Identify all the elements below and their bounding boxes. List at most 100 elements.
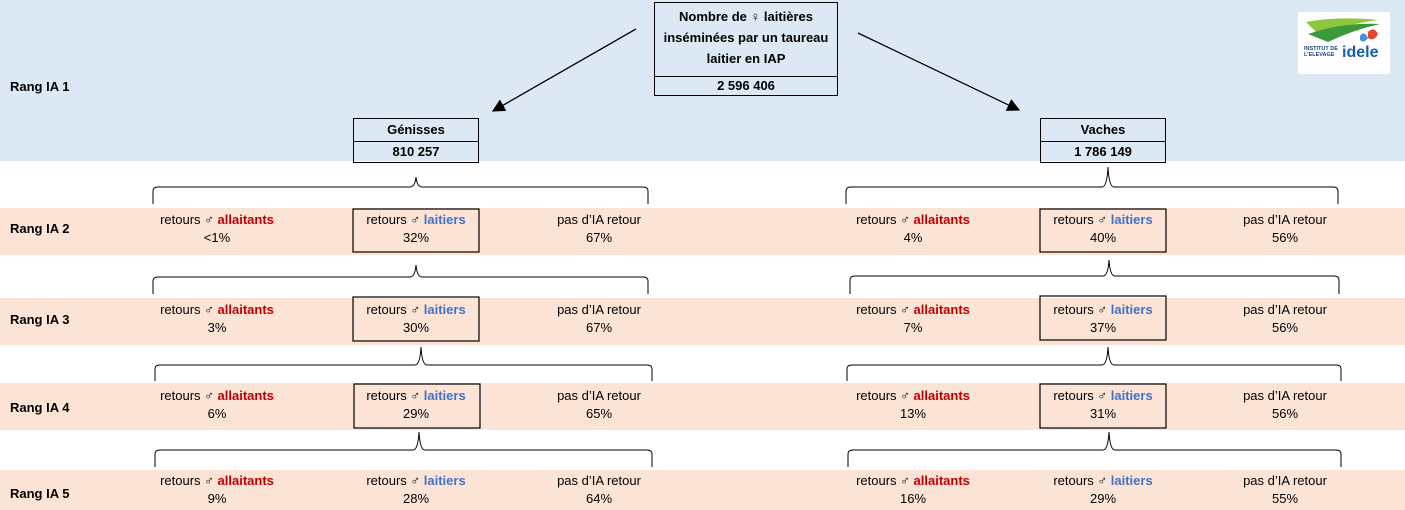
returns-prefix-text: retours ♂ xyxy=(856,212,910,227)
cell-label: retours ♂ laitiers xyxy=(1053,473,1152,488)
cell-genisses-rank4-laitiers: retours ♂ laitiers 29% xyxy=(351,387,481,423)
returns-prefix-text: retours ♂ xyxy=(366,302,421,317)
cell-percent: 7% xyxy=(903,320,923,335)
laitiers-text: laitiers xyxy=(423,473,466,488)
cell-percent: 6% xyxy=(207,406,227,421)
group-box-genisses: Génisses 810 257 xyxy=(353,118,479,163)
cell-percent: 16% xyxy=(899,491,927,506)
cell-label: retours ♂ laitiers xyxy=(366,473,465,488)
rank-2-band xyxy=(0,208,1405,255)
cell-percent: 32% xyxy=(402,230,430,245)
returns-prefix-text: retours ♂ xyxy=(1053,212,1108,227)
cell-percent: 4% xyxy=(903,230,923,245)
no-return-text: pas d’IA retour xyxy=(1243,388,1327,403)
cell-label: retours ♂ laitiers xyxy=(366,212,465,227)
cell-percent: 29% xyxy=(402,406,430,421)
cell-label: retours ♂ laitiers xyxy=(1053,388,1152,403)
cell-label: retours ♂ laitiers xyxy=(1053,212,1152,227)
cell-label: retours ♂ allaitants xyxy=(856,473,970,488)
cell-label: retours ♂ allaitants xyxy=(160,302,274,317)
logo-institut-text: INSTITUT DE L’ELEVAGE xyxy=(1304,46,1338,58)
rank-label-1: Rang IA 1 xyxy=(10,79,70,94)
cell-percent: 9% xyxy=(207,491,227,506)
returns-prefix-text: retours ♂ xyxy=(1053,473,1108,488)
cell-percent: 56% xyxy=(1271,230,1299,245)
cell-percent: 13% xyxy=(899,406,927,421)
cell-genisses-rank3-no-return: pas d’IA retour 67% xyxy=(534,301,664,337)
cell-label: retours ♂ allaitants xyxy=(160,212,274,227)
laitiers-box-vaches-3 xyxy=(1039,295,1167,341)
cell-vaches-rank4-allaitants: retours ♂ allaitants 13% xyxy=(848,387,978,423)
no-return-text: pas d’IA retour xyxy=(557,473,641,488)
logo-swoosh xyxy=(1306,18,1380,42)
idele-logo: INSTITUT DE L’ELEVAGE idele xyxy=(1298,12,1390,74)
cell-percent: 67% xyxy=(585,320,613,335)
returns-prefix-text: retours ♂ xyxy=(366,388,421,403)
arrow-to-genisses xyxy=(491,28,637,112)
allaitants-text: allaitants xyxy=(913,302,970,317)
allaitants-text: allaitants xyxy=(913,388,970,403)
returns-prefix-text: retours ♂ xyxy=(856,388,910,403)
laitiers-text: laitiers xyxy=(1110,473,1153,488)
returns-prefix-text: retours ♂ xyxy=(160,388,214,403)
laitiers-box-vaches-2 xyxy=(1039,208,1167,253)
cell-label: pas d’IA retour xyxy=(1243,302,1327,317)
brace-genisses-1 xyxy=(152,176,649,204)
allaitants-text: allaitants xyxy=(217,302,274,317)
brace-vaches-4 xyxy=(847,431,1342,467)
cell-percent: 31% xyxy=(1089,406,1117,421)
allaitants-text: allaitants xyxy=(217,212,274,227)
laitiers-box-genisses-4 xyxy=(353,383,481,429)
no-return-text: pas d’IA retour xyxy=(1243,302,1327,317)
laitiers-text: laitiers xyxy=(423,212,466,227)
cell-label: retours ♂ allaitants xyxy=(160,388,274,403)
no-return-text: pas d’IA retour xyxy=(1243,473,1327,488)
root-box: Nombre de ♀ laitières inséminées par un … xyxy=(654,2,838,96)
no-return-text: pas d’IA retour xyxy=(557,302,641,317)
cell-label: retours ♂ laitiers xyxy=(366,388,465,403)
rank-label-2: Rang IA 2 xyxy=(10,221,70,236)
arrow-to-vaches xyxy=(857,32,1021,111)
cell-vaches-rank2-no-return: pas d’IA retour 56% xyxy=(1220,211,1350,247)
cell-vaches-rank4-laitiers: retours ♂ laitiers 31% xyxy=(1038,387,1168,423)
returns-prefix-text: retours ♂ xyxy=(856,473,910,488)
cell-percent: 65% xyxy=(585,406,613,421)
rank-label-4: Rang IA 4 xyxy=(10,400,70,415)
brace-vaches-3 xyxy=(846,346,1342,381)
group-value-genisses: 810 257 xyxy=(392,144,440,159)
no-return-text: pas d’IA retour xyxy=(1243,212,1327,227)
brace-genisses-3 xyxy=(154,346,653,381)
laitiers-box-vaches-4 xyxy=(1039,383,1167,429)
cell-vaches-rank5-allaitants: retours ♂ allaitants 16% xyxy=(848,472,978,508)
cell-percent: 28% xyxy=(402,491,430,506)
rank-3-band xyxy=(0,298,1405,345)
laitiers-text: laitiers xyxy=(1110,302,1153,317)
cell-label: pas d’IA retour xyxy=(557,473,641,488)
cell-percent: 3% xyxy=(207,320,227,335)
cell-percent: <1% xyxy=(203,230,231,245)
returns-prefix-text: retours ♂ xyxy=(160,473,214,488)
returns-prefix-text: retours ♂ xyxy=(1053,388,1108,403)
laitiers-box-genisses-2 xyxy=(352,208,480,253)
rank-5-band xyxy=(0,470,1405,510)
cell-genisses-rank2-laitiers: retours ♂ laitiers 32% xyxy=(351,211,481,247)
cell-label: pas d’IA retour xyxy=(1243,388,1327,403)
cell-genisses-rank3-allaitants: retours ♂ allaitants 3% xyxy=(152,301,282,337)
returns-prefix-text: retours ♂ xyxy=(1053,302,1108,317)
cell-label: retours ♂ allaitants xyxy=(856,388,970,403)
laitiers-text: laitiers xyxy=(1110,388,1153,403)
cell-label: pas d’IA retour xyxy=(1243,473,1327,488)
brace-vaches-1 xyxy=(845,166,1339,204)
cell-percent: 40% xyxy=(1089,230,1117,245)
logo-idele-text: idele xyxy=(1342,44,1379,61)
cell-label: retours ♂ allaitants xyxy=(160,473,274,488)
rank-4-band xyxy=(0,383,1405,430)
group-name-vaches: Vaches xyxy=(1041,119,1165,142)
